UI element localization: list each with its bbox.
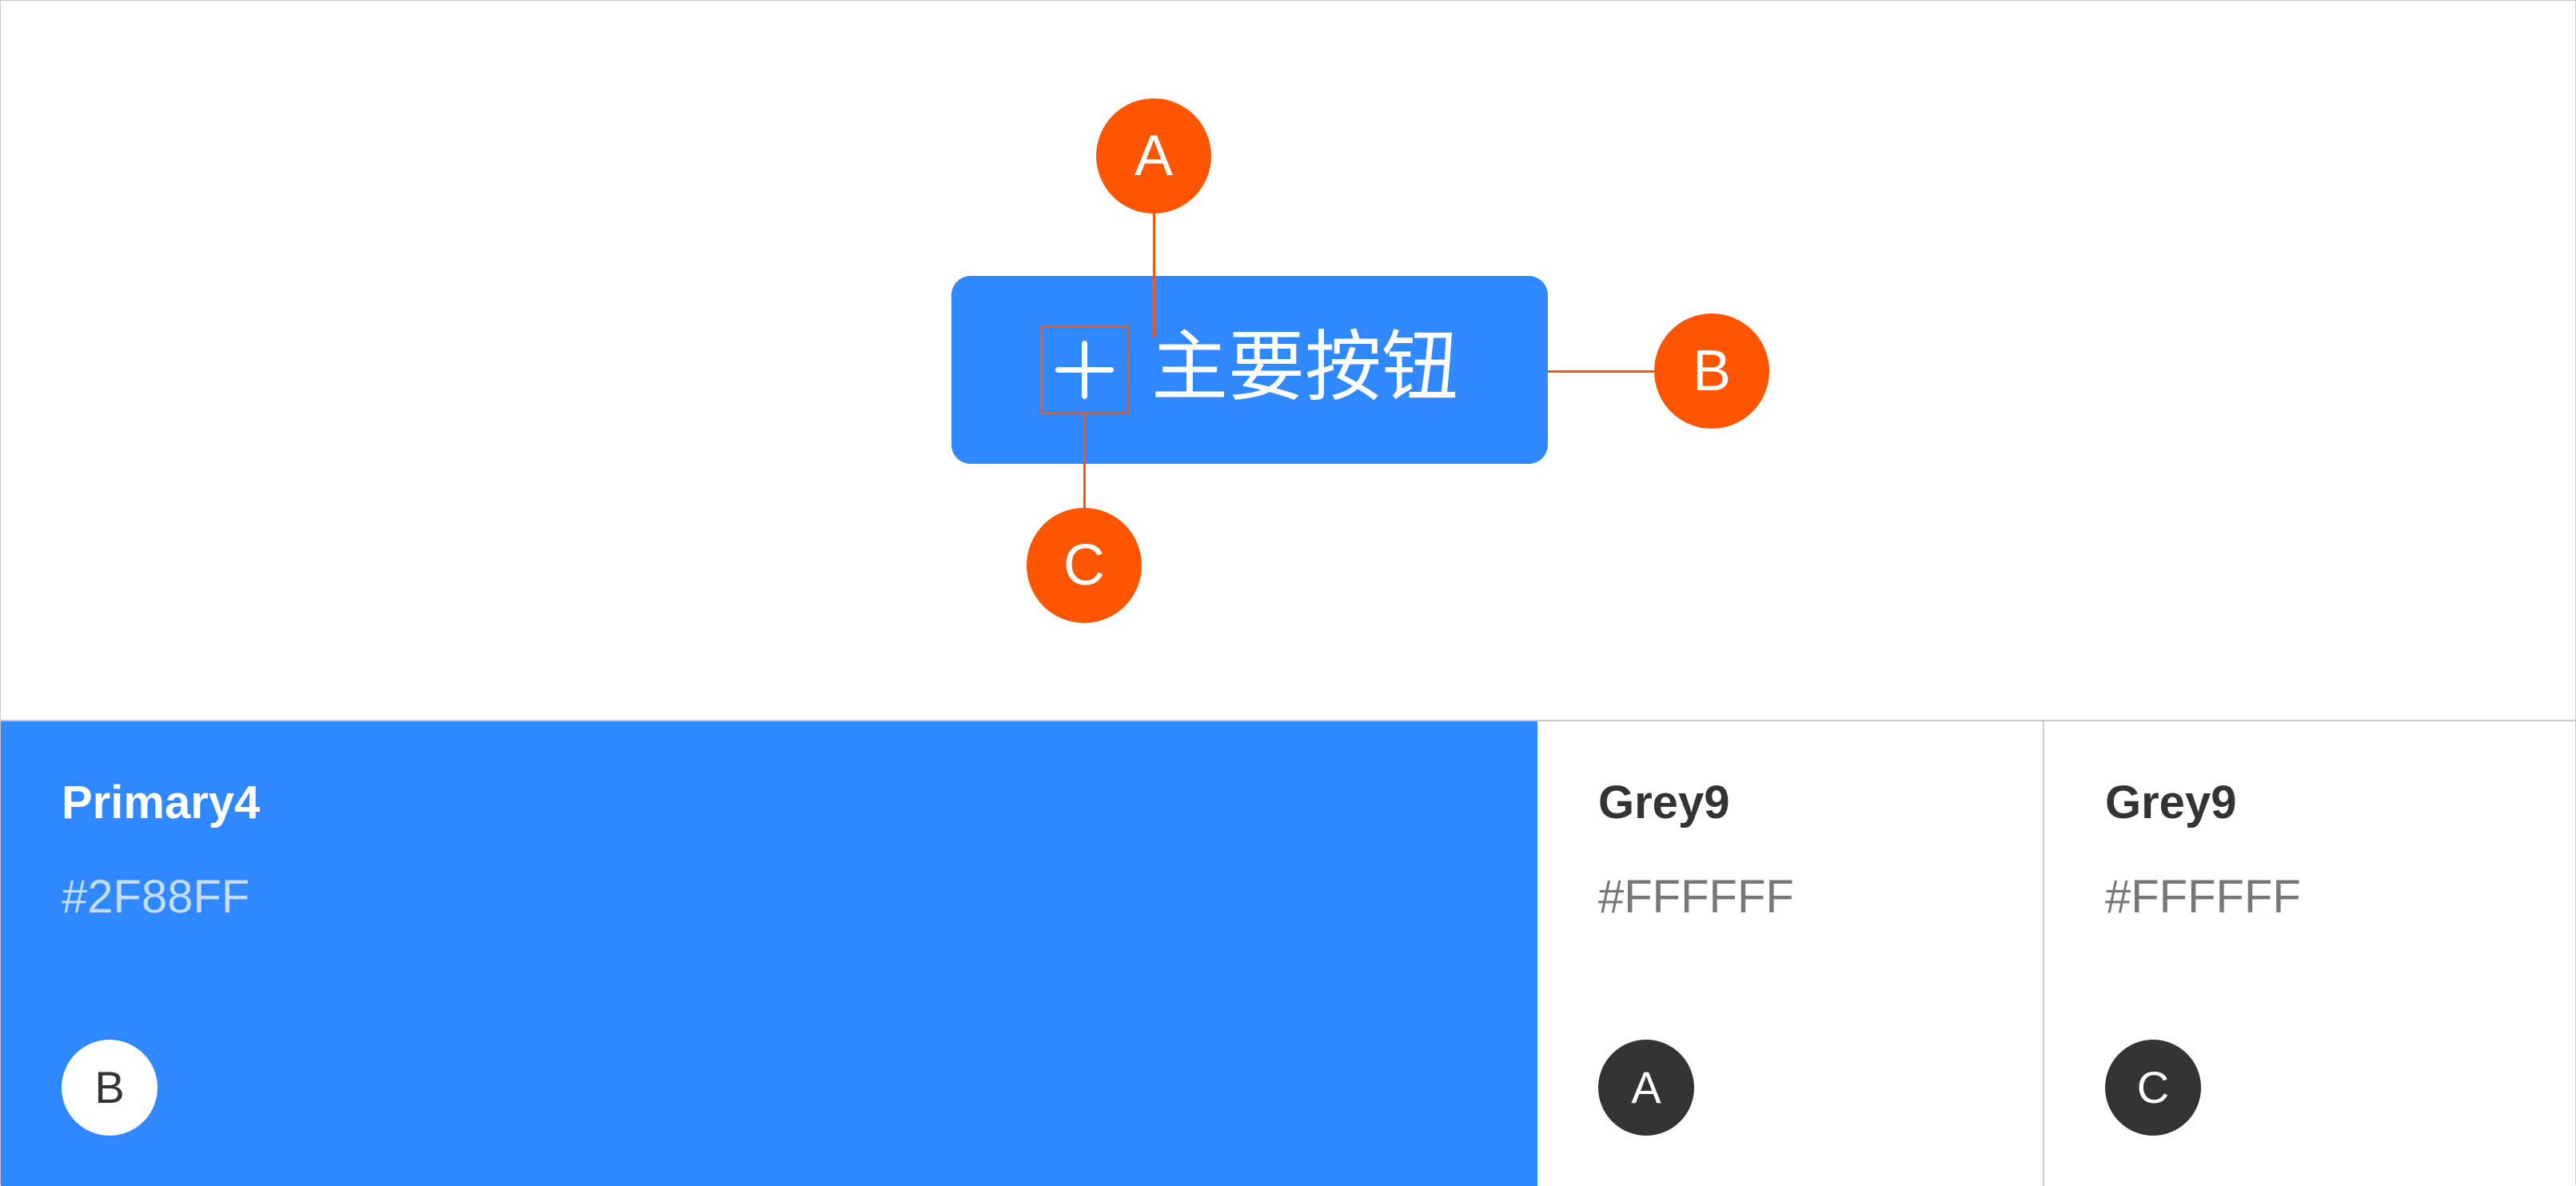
icon-highlight-box: [1040, 325, 1129, 414]
primary-button-label: 主要按钮: [1151, 325, 1458, 410]
color-swatch-legend: Primary4 #2F88FF B Grey9 #FFFFFF A Grey9…: [1, 720, 2575, 1186]
annotation-line-c: [1083, 414, 1086, 510]
swatch-grey9-a: Grey9 #FFFFFF A: [1537, 721, 2044, 1186]
swatch-marker-a: A: [1598, 1040, 1694, 1136]
plus-icon: [1055, 341, 1114, 399]
swatch-marker-b: B: [62, 1040, 158, 1136]
swatch-hex: #FFFFFF: [2105, 871, 2301, 923]
primary-button-sample[interactable]: [951, 276, 1548, 464]
swatch-grey9-c: Grey9 #FFFFFF C: [2044, 721, 2575, 1186]
swatch-hex: #FFFFFF: [1598, 871, 1794, 923]
swatch-name: Primary4: [62, 777, 261, 829]
annotation-marker-c: C: [1027, 508, 1142, 623]
annotation-marker-a: A: [1096, 98, 1211, 214]
swatch-hex: #2F88FF: [62, 871, 250, 923]
swatch-name: Grey9: [2105, 777, 2237, 829]
swatch-name: Grey9: [1598, 777, 1730, 829]
swatch-primary4: Primary4 #2F88FF B: [1, 721, 1537, 1186]
annotation-line-b: [1548, 370, 1657, 373]
annotation-line-a: [1153, 213, 1155, 337]
annotation-marker-b: B: [1654, 313, 1769, 429]
swatch-marker-c: C: [2105, 1040, 2201, 1136]
